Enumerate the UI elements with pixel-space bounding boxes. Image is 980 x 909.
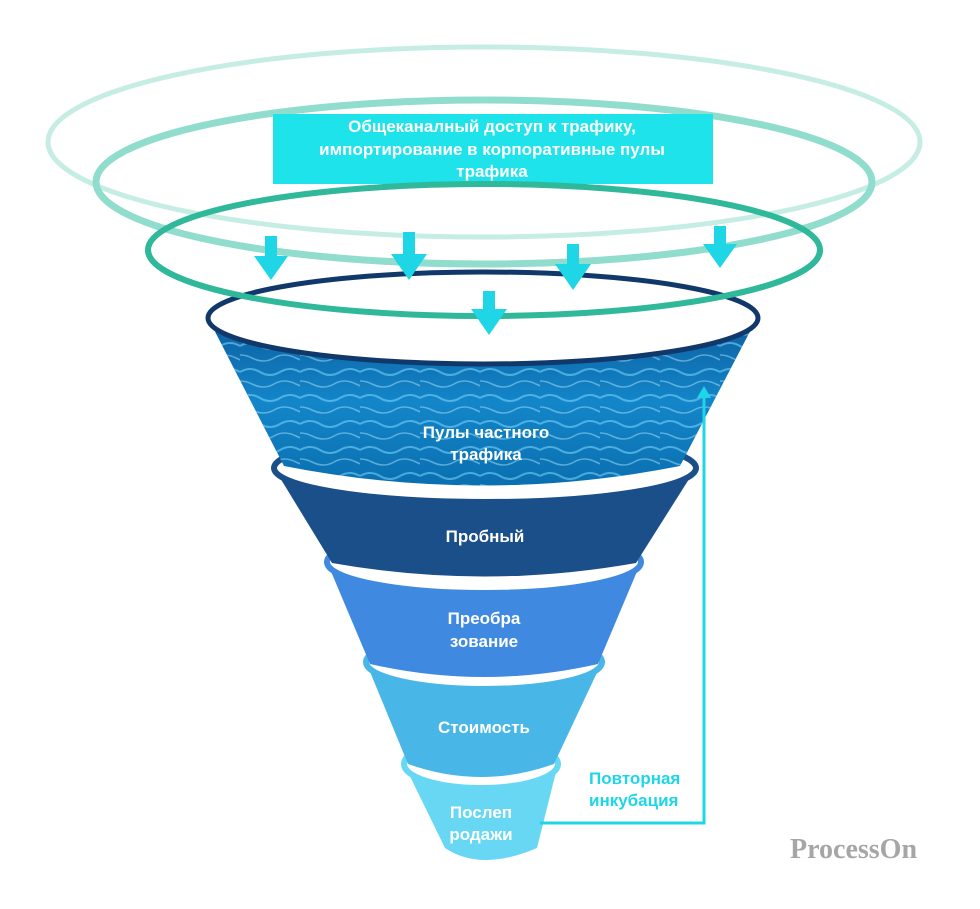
down-arrow-icon [391, 232, 427, 280]
stage-private-pools-label-1: Пулы частного [423, 423, 550, 442]
stage-private-pools-label-2: трафика [450, 445, 522, 464]
ring-middle [92, 96, 876, 268]
reincubation-label-1: Повторная [589, 769, 680, 788]
stage-conversion-label-2: зование [450, 632, 518, 651]
banner-line-2: импортирование в корпоративные пулы [319, 140, 665, 159]
banner-line-3: трафика [456, 162, 528, 181]
down-arrow-icon [471, 291, 507, 335]
outer-rings [45, 44, 923, 268]
down-arrow-icon [703, 226, 737, 268]
stage-trial-label: Пробный [446, 527, 525, 546]
down-arrow-icon [555, 244, 591, 290]
ring-outer [45, 44, 923, 240]
banner-box [273, 114, 713, 184]
stage-after-sales-label-1: Послеп [450, 803, 512, 822]
banner: Общеканалный доступ к трафику, импортиро… [273, 114, 713, 184]
brand-watermark: ProcessOn [790, 834, 917, 865]
reincubation-loop: Повторная инкубация [540, 386, 711, 825]
banner-line-1: Общеканалный доступ к трафику, [348, 117, 636, 136]
reincubation-label-2: инкубация [589, 791, 678, 810]
stage-conversion-label-1: Преобра [448, 609, 521, 628]
up-arrow-icon [697, 386, 711, 398]
stage-after-sales-label-2: родажи [449, 825, 512, 844]
inflow-arrows [254, 226, 737, 335]
stage-value-label: Стоимость [438, 718, 530, 737]
down-arrow-icon [254, 236, 288, 280]
